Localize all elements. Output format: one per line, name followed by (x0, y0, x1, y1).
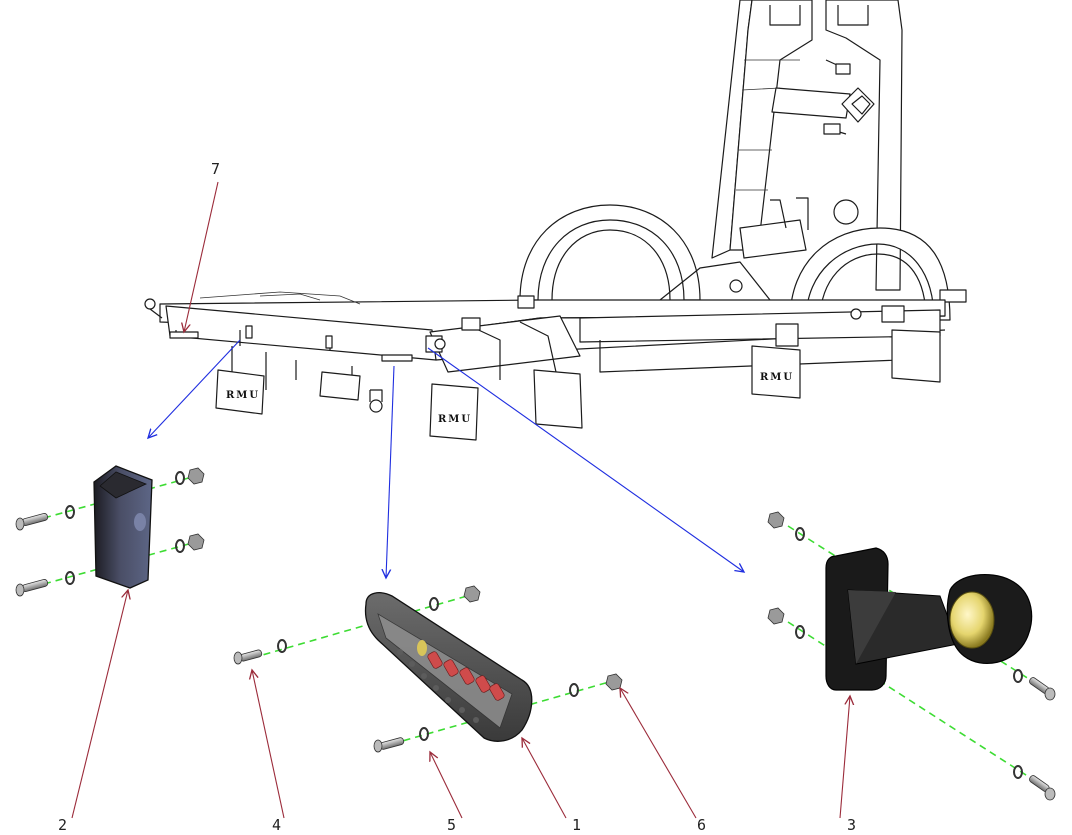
nut-1b (605, 673, 623, 691)
tail-lamp-leds (427, 651, 505, 701)
part-1-led-tail-lamp (233, 585, 623, 753)
washer-3c (1013, 669, 1023, 683)
assembly-arrow-part-1 (386, 365, 395, 578)
mudflap-left: RMU (215, 369, 265, 415)
mast-column (711, 0, 903, 291)
washer-2a (65, 505, 75, 519)
mudflap-center-marking: RMU (438, 414, 472, 425)
front-fender (789, 227, 967, 321)
washer-1d (569, 683, 579, 697)
nut-3a (767, 511, 785, 529)
mudflap-mid (533, 369, 583, 429)
part-2-side-marker-lamp (15, 465, 205, 597)
washer-1a (277, 639, 287, 653)
washer-3d (1013, 765, 1023, 779)
leader-5 (430, 752, 463, 819)
nut-3b (767, 607, 785, 625)
callout-1: 1 (572, 816, 581, 834)
part-3-stalk-marker-lamp (767, 511, 1056, 801)
washer-3b (795, 625, 805, 639)
chassis-frame: RMU RMU RMU (144, 0, 967, 441)
rear-fender (519, 204, 701, 301)
nut-1a (463, 585, 481, 603)
callout-labels: 7 2 4 5 1 6 3 (58, 160, 856, 834)
nut-2a (187, 467, 205, 485)
leader-1 (522, 738, 567, 819)
bolt-1-upper (233, 649, 263, 665)
callout-7: 7 (211, 160, 220, 178)
washer-1c (429, 597, 439, 611)
washer-2d (175, 539, 185, 553)
leader-7 (184, 181, 219, 332)
callout-4: 4 (272, 816, 281, 834)
main-frame-rails (144, 261, 946, 413)
callout-leaders (71, 181, 850, 819)
leader-6 (620, 688, 697, 819)
assembly-arrow-part-3 (427, 347, 744, 572)
leader-4 (252, 670, 285, 819)
bolt-2-upper (15, 513, 49, 531)
nut-2b (187, 533, 205, 551)
bolt-1-lower (373, 737, 405, 753)
mudflap-center: RMU (429, 383, 479, 441)
mudflap-far-right (891, 329, 941, 383)
washer-3a (795, 527, 805, 541)
marker-lamp-body (93, 465, 153, 589)
stalk-lamp-lens (949, 591, 995, 649)
callout-6: 6 (697, 816, 706, 834)
bolt-3-upper (1029, 677, 1056, 701)
leader-3 (839, 696, 850, 819)
callout-3: 3 (847, 816, 856, 834)
mudflap-right: RMU (751, 345, 801, 399)
bolt-2-lower (15, 579, 49, 597)
washer-1b (419, 727, 429, 741)
callout-5: 5 (447, 816, 456, 834)
washer-2c (175, 471, 185, 485)
mudflap-right-marking: RMU (760, 372, 794, 383)
bolt-3-lower (1029, 775, 1056, 801)
assembly-arrow-part-2 (148, 339, 241, 438)
washer-2b (65, 571, 75, 585)
callout-2: 2 (58, 816, 67, 834)
mudflap-left-marking: RMU (226, 390, 260, 401)
assembly-arrows (148, 339, 744, 578)
leader-2 (71, 590, 128, 819)
